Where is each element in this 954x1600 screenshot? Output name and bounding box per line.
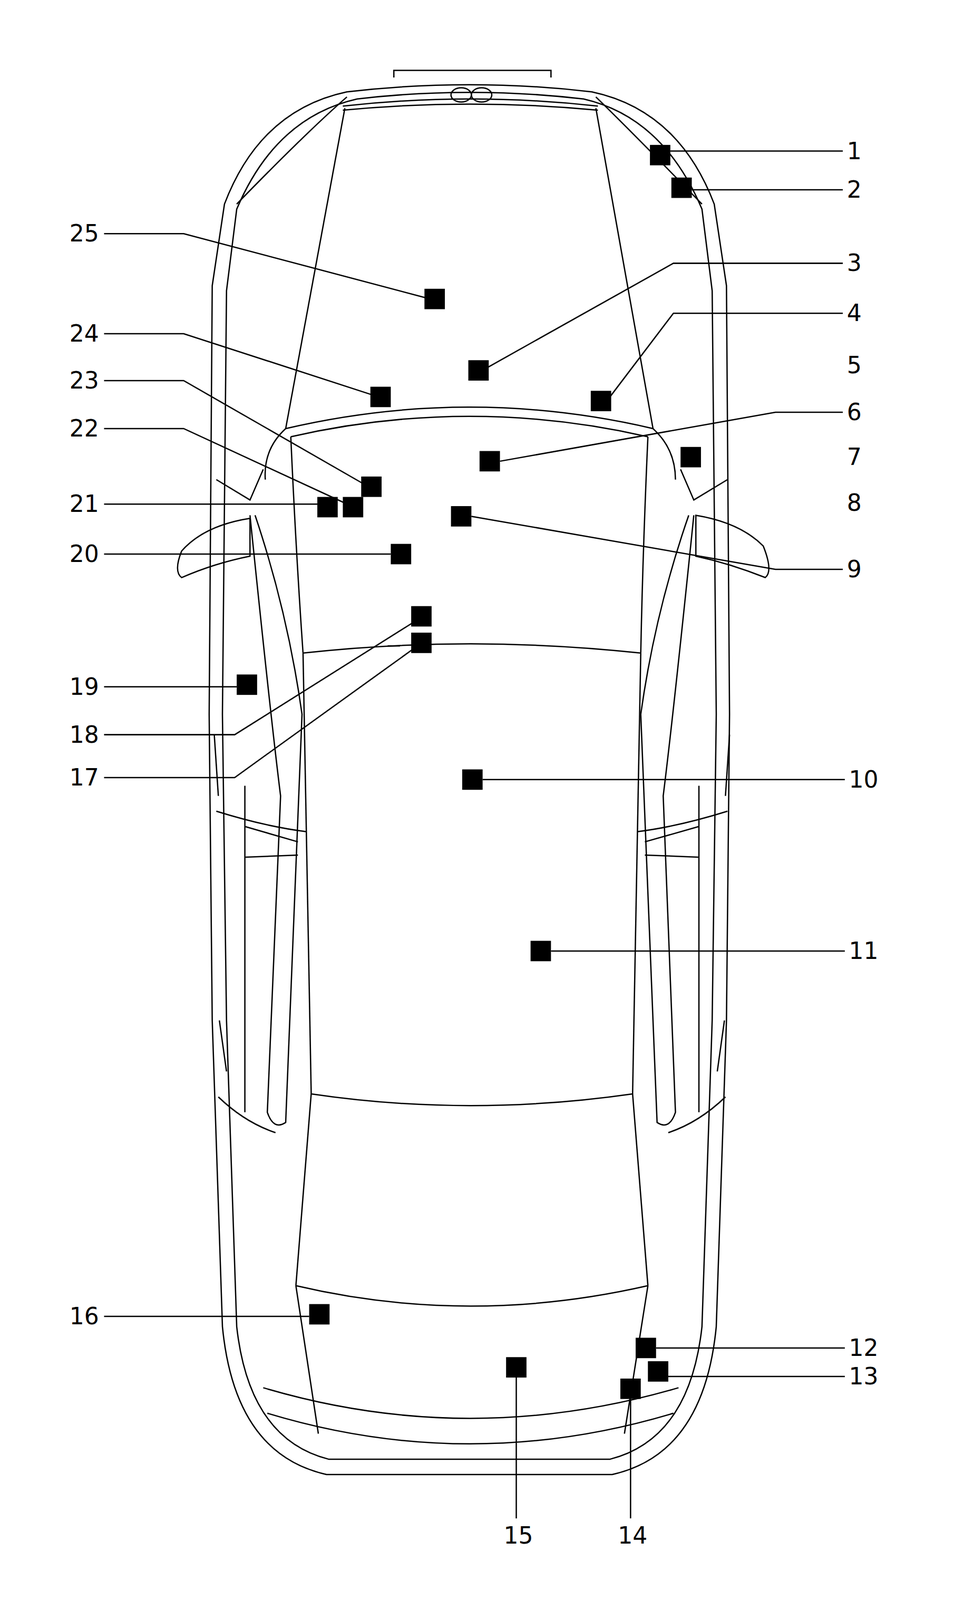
callout-number: 10 xyxy=(849,767,879,792)
callout-number: 16 xyxy=(69,1304,100,1328)
callout-number: 23 xyxy=(69,368,100,393)
callout-number: 9 xyxy=(847,557,862,581)
callout-number: 21 xyxy=(69,492,100,516)
callout-number: 5 xyxy=(847,353,862,377)
callout-number: 6 xyxy=(847,400,862,424)
callout-number: 20 xyxy=(69,542,100,566)
callout-number: 4 xyxy=(847,301,862,325)
callout-number: 13 xyxy=(849,1364,879,1388)
callout-number: 17 xyxy=(69,765,100,790)
callout-number: 19 xyxy=(69,675,100,699)
callout-number: 3 xyxy=(847,251,862,275)
callout-number: 15 xyxy=(503,1523,533,1547)
callout-number: 12 xyxy=(849,1336,879,1360)
callout-number: 24 xyxy=(69,322,100,346)
callout-number: 8 xyxy=(847,491,862,515)
callout-number: 14 xyxy=(617,1523,648,1547)
leader-lines xyxy=(103,150,845,1518)
callout-number: 11 xyxy=(849,939,879,963)
callout-number: 1 xyxy=(847,139,862,163)
callout-number: 22 xyxy=(69,416,100,441)
callout-number: 7 xyxy=(847,445,862,469)
callout-number: 25 xyxy=(69,221,100,246)
callout-number: 18 xyxy=(69,723,100,747)
callout-number: 2 xyxy=(847,178,862,202)
car-outline xyxy=(177,70,769,1475)
location-markers xyxy=(236,144,702,1399)
